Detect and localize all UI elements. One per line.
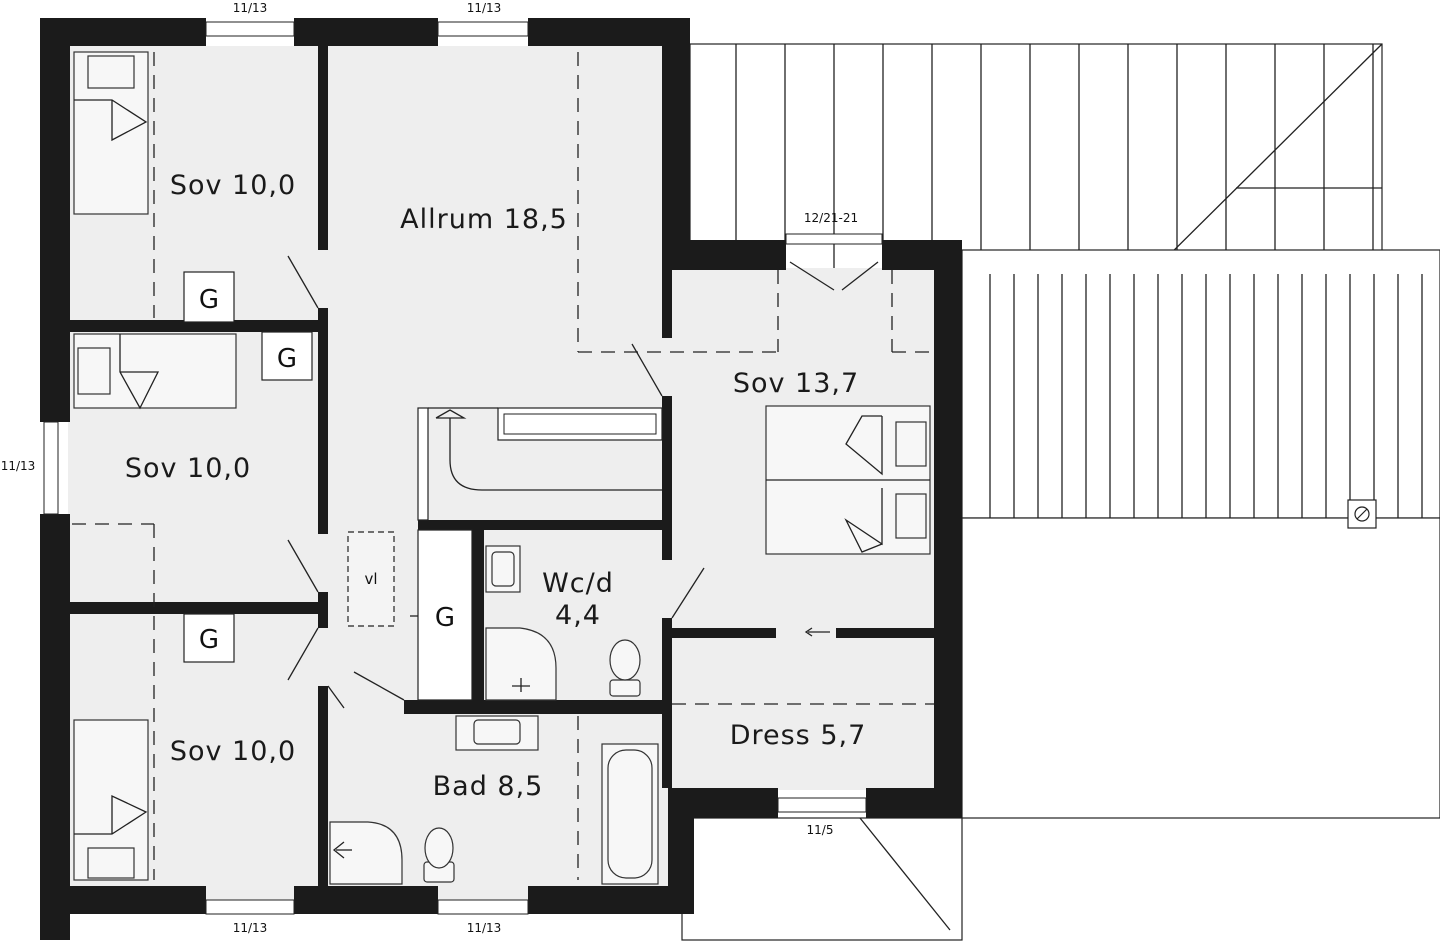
bed-mid bbox=[73, 333, 237, 410]
window-bottom-mid-label: 11/13 bbox=[467, 921, 502, 935]
wardrobe-2-label: G bbox=[277, 344, 297, 374]
window-top-mid-label: 11/13 bbox=[467, 1, 502, 15]
window-master-label: 12/21-21 bbox=[804, 211, 858, 225]
wardrobe-1-label: G bbox=[199, 285, 219, 315]
door-swings bbox=[287, 255, 879, 709]
bed-master bbox=[765, 405, 931, 555]
wardrobe-1: G bbox=[183, 271, 235, 323]
room-sov-bottom: Sov 10,0 bbox=[170, 736, 296, 767]
closet-hall: G bbox=[410, 529, 473, 701]
room-allrum: Allrum 18,5 bbox=[400, 204, 568, 235]
room-wc-line2: 4,4 bbox=[555, 600, 601, 631]
bath-fixtures bbox=[329, 715, 659, 885]
wardrobe-2: G bbox=[261, 331, 313, 381]
stair-unit bbox=[417, 407, 663, 521]
dashed-lines bbox=[72, 52, 934, 880]
room-sov-mid: Sov 10,0 bbox=[125, 453, 251, 484]
vl-box: vl bbox=[347, 531, 395, 627]
room-sov-master: Sov 13,7 bbox=[733, 368, 859, 399]
room-bad: Bad 8,5 bbox=[433, 771, 544, 802]
window-left-label: 11/13 bbox=[1, 459, 36, 473]
window-bottom-left-label: 11/13 bbox=[233, 921, 268, 935]
roof-right bbox=[681, 43, 1440, 941]
room-sov-top: Sov 10,0 bbox=[170, 170, 296, 201]
room-dress: Dress 5,7 bbox=[730, 720, 867, 751]
window-dress-label: 11/5 bbox=[807, 823, 834, 837]
wc-fixtures bbox=[485, 545, 641, 701]
bed-top bbox=[73, 51, 149, 215]
closet-hall-label: G bbox=[435, 603, 455, 633]
vl-label: vl bbox=[364, 570, 377, 588]
bed-bottom bbox=[73, 719, 149, 881]
wardrobe-3-label: G bbox=[199, 625, 219, 655]
windows bbox=[43, 21, 883, 915]
floor-areas bbox=[68, 46, 936, 912]
window-top-left-label: 11/13 bbox=[233, 1, 268, 15]
walls bbox=[40, 18, 962, 940]
room-wc-line1: Wc/d bbox=[542, 568, 614, 599]
wardrobe-3: G bbox=[183, 613, 235, 663]
